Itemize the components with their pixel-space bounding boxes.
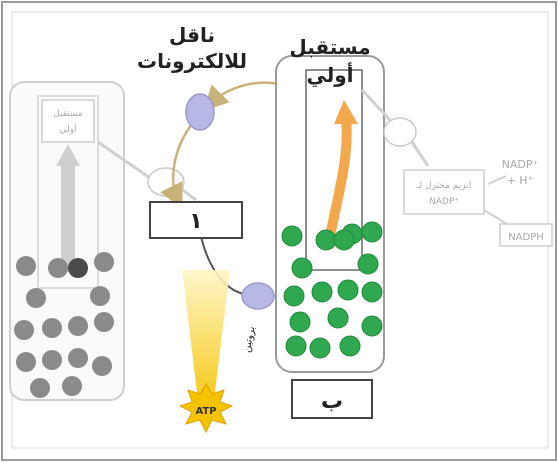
gray-molecule (68, 316, 88, 336)
arrow-carrier-to-box-a (160, 123, 194, 209)
gray-molecule (14, 320, 34, 340)
green-molecule (291, 257, 313, 279)
gray-molecule-center (68, 258, 88, 278)
nadp-label-1: NADP⁺ (502, 158, 539, 171)
nadph-box (499, 223, 553, 247)
box-b (291, 379, 373, 419)
gray-molecule (90, 286, 110, 306)
atp-burst (178, 383, 234, 434)
green-molecule (361, 281, 383, 303)
atp-label: ATP (195, 406, 216, 417)
photosystem-left: مستقبل أولي (9, 81, 125, 401)
gray-molecule (68, 348, 88, 368)
green-molecule (361, 315, 383, 337)
electron-carrier (185, 93, 215, 131)
faded-acceptor-line1: مستقبل (53, 109, 83, 119)
enzyme-label-2: NADP⁺ (429, 197, 459, 207)
green-molecule (357, 253, 379, 275)
gray-molecule (42, 350, 62, 370)
box-a (149, 201, 243, 239)
enzyme-label-1: انزيم مختزل لـ (416, 181, 471, 191)
green-molecule (327, 307, 349, 329)
primary-acceptor-label-1: مستقبل (289, 35, 370, 59)
gray-molecule (30, 378, 50, 398)
box-a-label: ١ (189, 209, 202, 234)
green-molecule (311, 281, 333, 303)
gray-molecule (94, 252, 114, 272)
faded-arrow-nadp (487, 175, 507, 185)
gray-molecule (16, 256, 36, 276)
green-molecule (337, 279, 359, 301)
green-molecule (289, 311, 311, 333)
green-molecule (283, 285, 305, 307)
primary-acceptor-label-2: أولي (306, 61, 353, 88)
faded-arrow-right-2 (410, 141, 430, 167)
photosystem-right: مستقبل أولي (275, 35, 385, 373)
green-molecule (361, 221, 383, 243)
protein (241, 282, 275, 310)
gray-molecule (48, 258, 68, 278)
gray-molecule (26, 288, 46, 308)
gray-molecule (42, 318, 62, 338)
electron-carrier-label-1: ناقل (169, 23, 215, 47)
green-molecule-center (333, 229, 355, 251)
faded-arrow-left (97, 140, 151, 180)
faded-carrier-right (383, 117, 417, 147)
faded-acceptor-line2: أولي (59, 123, 76, 135)
gray-molecule (92, 356, 112, 376)
green-molecule (285, 335, 307, 357)
gray-molecule (62, 376, 82, 396)
nadph-label: NADPH (508, 232, 544, 243)
green-molecule-center (315, 229, 337, 251)
faded-up-arrow-head (56, 144, 80, 166)
orange-arrow-head (334, 100, 358, 124)
box-b-label: ب (321, 389, 343, 414)
green-molecules (281, 221, 383, 359)
protein-label: بروتين (241, 325, 257, 353)
electron-carrier-label-2: للالكترونات (137, 49, 247, 73)
nadp-label-2: + H⁺ (507, 174, 534, 187)
faded-carrier-left (147, 167, 185, 197)
green-molecule (281, 225, 303, 247)
green-molecule (339, 335, 361, 357)
green-molecule (309, 337, 331, 359)
enzyme-box (403, 169, 485, 215)
atp-beam (182, 270, 230, 400)
gray-molecules (14, 252, 114, 398)
gray-molecule (94, 312, 114, 332)
faded-acceptor-box (41, 99, 95, 143)
faded-acceptor-column (37, 95, 99, 289)
gray-molecule (16, 352, 36, 372)
faded-arrow-left-2 (179, 186, 197, 202)
faded-arrow-right-1 (360, 88, 392, 122)
